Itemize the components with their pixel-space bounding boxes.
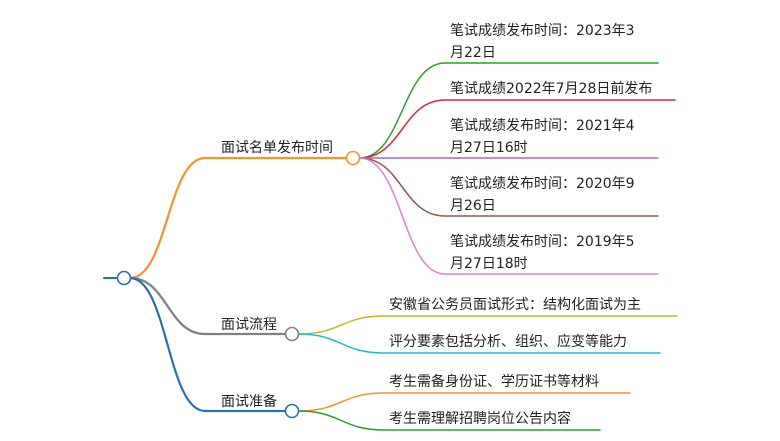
- branch-line-preparation: [128, 276, 287, 413]
- branch-label-publish-time: 面试名单发布时间: [221, 140, 333, 156]
- leaf-2023: 笔试成绩发布时间：2023年3 月22日: [450, 23, 635, 61]
- leaf-interview-format: 安徽省公务员面试形式：结构化面试为主: [389, 297, 641, 313]
- branch-line-publish-time: [128, 156, 348, 280]
- leaf-line-preparation-0: [297, 392, 631, 412]
- leaf-2019: 笔试成绩发布时间：2019年5 月27日18时: [450, 234, 635, 272]
- branch-label-process: 面试流程: [221, 317, 277, 333]
- leaf-line-publish-time-1: [358, 99, 676, 159]
- leaf-line-process-1: [297, 333, 661, 354]
- leaf-line-publish-time-0: [358, 62, 659, 159]
- leaf-line-publish-time-3: [358, 157, 659, 217]
- branch-node-publish-time[interactable]: [345, 150, 361, 166]
- root-node[interactable]: [116, 270, 132, 286]
- branch-node-preparation[interactable]: [284, 403, 300, 419]
- leaf-2020: 笔试成绩发布时间：2020年9 月26日: [450, 176, 635, 214]
- branch-label-preparation: 面试准备: [221, 394, 277, 410]
- leaf-announcement: 考生需理解招聘岗位公告内容: [389, 411, 571, 427]
- leaf-2022: 笔试成绩2022年7月28日前发布: [450, 81, 653, 97]
- leaf-line-preparation-1: [297, 410, 601, 431]
- leaf-line-process-0: [297, 315, 678, 335]
- leaf-line-publish-time-4: [358, 157, 659, 275]
- leaf-scoring-factors: 评分要素包括分析、组织、应变等能力: [389, 334, 627, 350]
- leaf-documents: 考生需备身份证、学历证书等材料: [389, 374, 599, 390]
- branch-line-process: [128, 276, 287, 336]
- leaf-2021: 笔试成绩发布时间：2021年4 月27日16时: [450, 118, 635, 156]
- branch-node-process[interactable]: [284, 326, 300, 342]
